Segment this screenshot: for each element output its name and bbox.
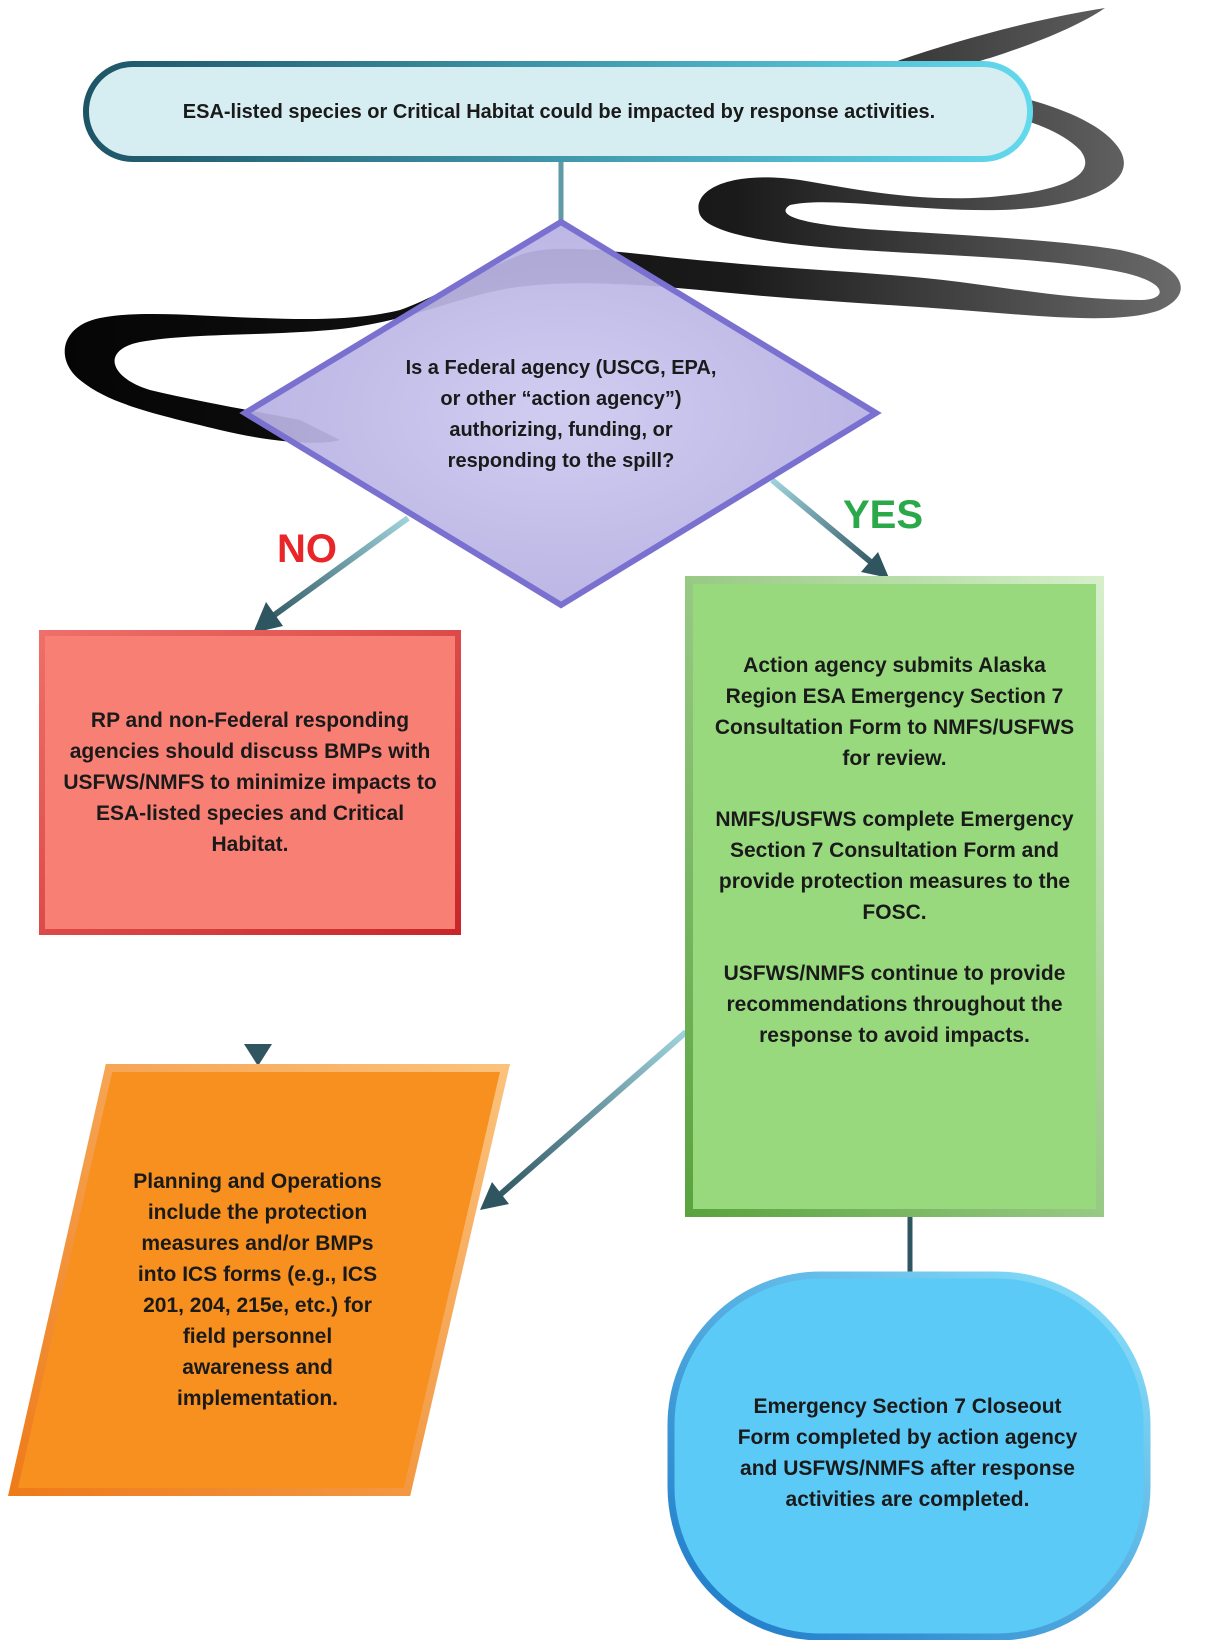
arrowhead-no — [253, 602, 283, 633]
decision-text: Is a Federal agency (USCG, EPA, or other… — [405, 357, 717, 472]
yes-paragraph-continue: USFWS/NMFS continue to provide recommend… — [723, 961, 1066, 1047]
planning-node-text: Planning and Operations include the prot… — [130, 1160, 385, 1420]
decision-node-text: Is a Federal agency (USCG, EPA, or other… — [396, 333, 726, 497]
start-text: ESA-listed species or Critical Habitat c… — [182, 101, 936, 123]
oil-slick-upper — [64, 8, 1181, 443]
connector-decision-to-no — [260, 515, 410, 627]
arrowhead-yes — [861, 552, 889, 578]
no-process-box — [39, 630, 461, 935]
oil-spill-graphic — [64, 8, 1181, 443]
yes-paragraph-submit: Action agency submits Alaska Region ESA … — [714, 653, 1075, 770]
closeout-text: Emergency Section 7 Closeout Form comple… — [737, 1394, 1078, 1511]
no-box-text: RP and non-Federal responding agencies s… — [63, 709, 437, 856]
yes-process-box — [685, 576, 1104, 1217]
connector-decision-to-yes — [770, 477, 880, 571]
start-terminator — [83, 61, 1033, 162]
connector-yes-to-planning — [492, 1029, 688, 1203]
planning-parallelogram — [7, 1064, 511, 1496]
yes-paragraph-complete: NMFS/USFWS complete Emergency Section 7 … — [715, 807, 1074, 924]
yes-branch-label: YES — [843, 493, 924, 537]
no-node-text: RP and non-Federal responding agencies s… — [62, 650, 438, 915]
closeout-node-text: Emergency Section 7 Closeout Form comple… — [735, 1345, 1080, 1560]
start-node-text: ESA-listed species or Critical Habitat c… — [110, 88, 1008, 136]
arrowhead-planning-top — [244, 1044, 272, 1066]
decision-diamond — [239, 218, 882, 609]
connectors — [244, 160, 913, 1274]
yes-node-text: Action agency submits Alaska Region ESA … — [706, 600, 1083, 1100]
arrowhead-planning-side — [480, 1182, 509, 1210]
closeout-terminator — [667, 1271, 1151, 1640]
no-branch-label: NO — [277, 527, 337, 571]
planning-text: Planning and Operations include the prot… — [133, 1170, 382, 1410]
